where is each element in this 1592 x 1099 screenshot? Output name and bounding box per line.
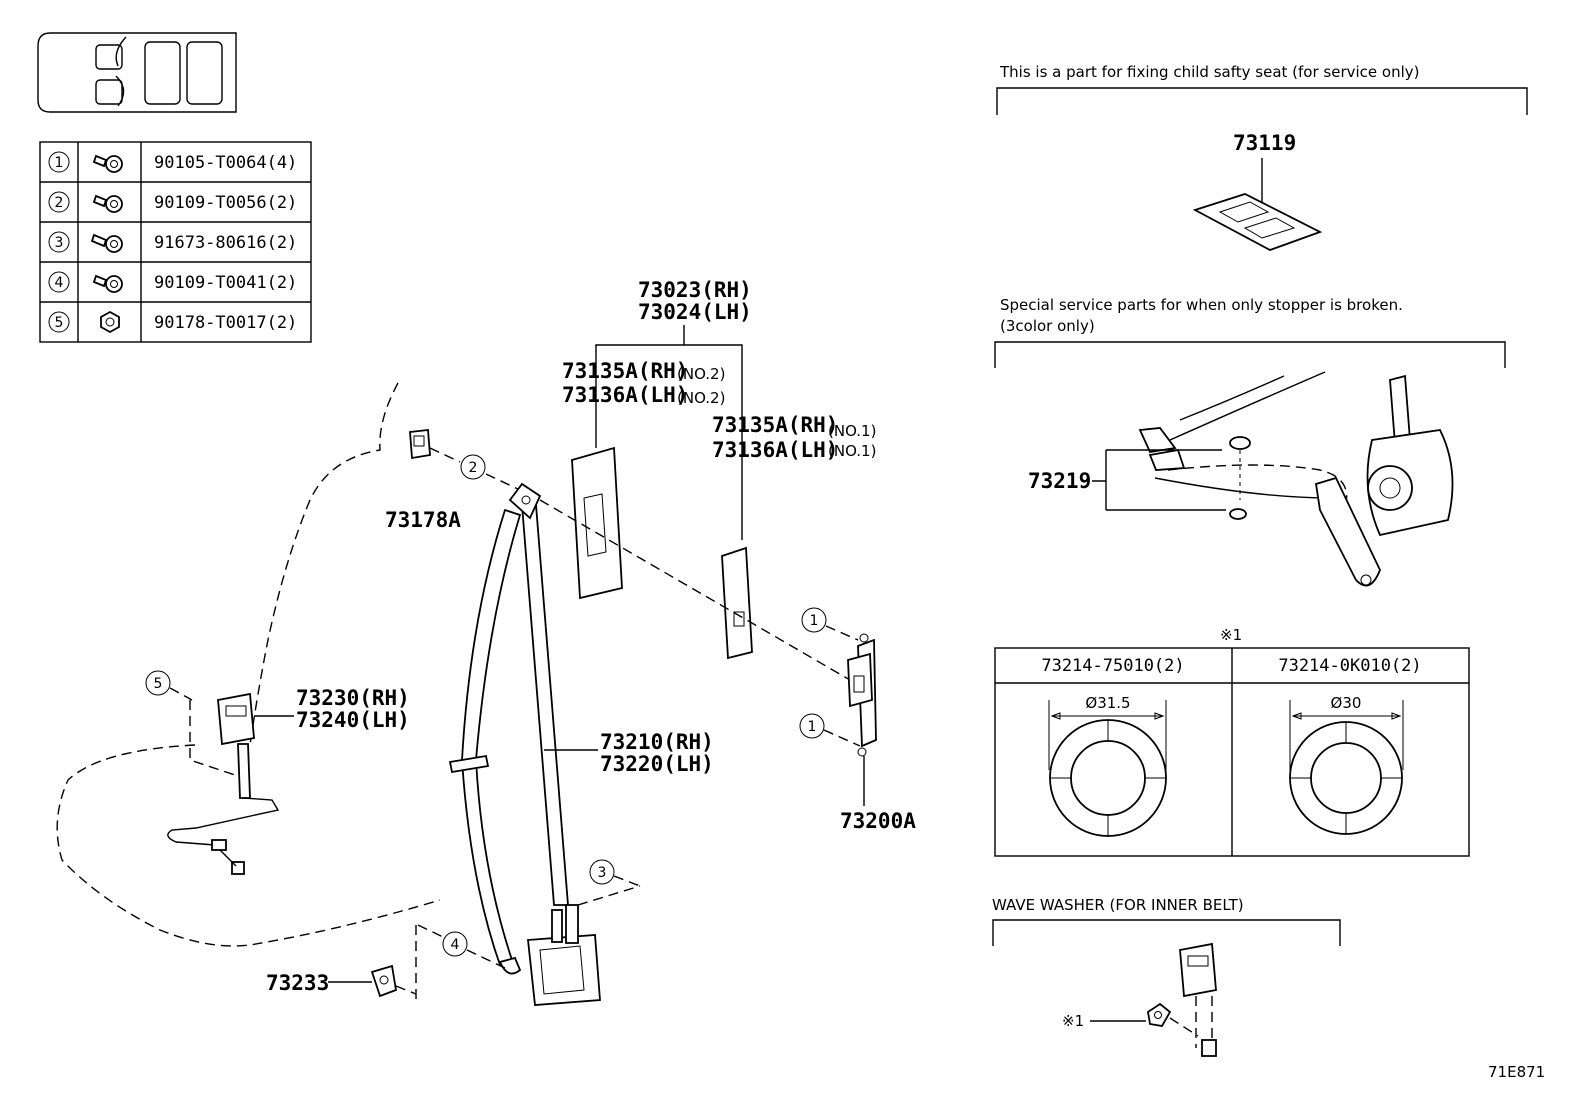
clip-73233 xyxy=(370,964,398,998)
fastener-part-number: 90178-T0017(2) xyxy=(154,313,297,333)
stopper-illustration xyxy=(1138,371,1454,587)
note-child-seat: This is a part for fixing child safty se… xyxy=(999,63,1419,81)
fastener-part-number: 90105-T0064(4) xyxy=(154,153,297,173)
washer-2-diameter: Ø30 xyxy=(1331,694,1362,712)
fastener-number: 1 xyxy=(55,155,64,171)
callout-4: 4 xyxy=(442,931,468,957)
fastener-part-number: 90109-T0056(2) xyxy=(154,193,297,213)
washer-2-drawing: Ø30 xyxy=(1289,694,1404,835)
label-73220: 73220(LH) xyxy=(600,752,714,776)
callout-number: 5 xyxy=(154,676,163,692)
callout-3: 3 xyxy=(589,859,615,885)
label-73119: 73119 xyxy=(1233,131,1296,155)
fastener-number: 3 xyxy=(55,235,64,251)
wave-washer-bracket xyxy=(992,919,1341,946)
callout-circle xyxy=(48,311,70,333)
child-seat-anchor-plate xyxy=(1192,193,1323,251)
label-no1-tag: (NO.1) xyxy=(828,422,876,440)
label-73024: 73024(LH) xyxy=(638,300,752,324)
washer-part-number-2: 73214-0K010(2) xyxy=(1278,656,1421,676)
label-73219: 73219 xyxy=(1028,469,1091,493)
fastener-number: 2 xyxy=(55,195,64,211)
note-stopper-line1: Special service parts for when only stop… xyxy=(1000,296,1403,314)
note-stopper-line2: (3color only) xyxy=(1000,317,1095,335)
washer-part-number-1: 73214-75010(2) xyxy=(1041,656,1184,676)
diagram-id: 71E871 xyxy=(1488,1063,1545,1081)
label-73230: 73230(RH) xyxy=(296,686,410,710)
label-73136A-no2: 73136A(LH) xyxy=(562,383,688,407)
bolt-icon xyxy=(92,194,123,213)
washer-1-drawing: Ø31.5 xyxy=(1048,694,1167,837)
washer-1-diameter: Ø31.5 xyxy=(1085,694,1130,712)
callout-number: 2 xyxy=(469,460,478,476)
retractor xyxy=(527,904,601,1006)
label-73135A-no2: 73135A(RH) xyxy=(562,359,688,383)
fastener-part-number: 90109-T0041(2) xyxy=(154,273,297,293)
cover-no1 xyxy=(721,546,753,660)
fastener-table xyxy=(39,141,312,343)
callout-number: 4 xyxy=(451,937,460,953)
label-73233: 73233 xyxy=(266,971,329,995)
label-73178A: 73178A xyxy=(385,508,461,532)
fastener-row-5: 5 90178-T0017(2) xyxy=(48,310,297,334)
fastener-row-2: 2 90109-T0056(2) xyxy=(48,191,297,213)
label-73136A-no1: 73136A(LH) xyxy=(712,438,838,462)
stopper-leader xyxy=(1092,449,1226,511)
seat-belt-webbing xyxy=(448,482,569,975)
washer-table-mark: ※1 xyxy=(1220,626,1242,644)
callout-number: 3 xyxy=(598,865,607,881)
wave-washer-mark: ※1 xyxy=(1062,1012,1084,1030)
bolt-icon xyxy=(92,274,123,293)
label-no2-tag: (NO.2) xyxy=(677,365,725,383)
buckle-assembly xyxy=(167,692,280,875)
label-73023: 73023(RH) xyxy=(638,278,752,302)
fastener-number: 4 xyxy=(55,275,64,291)
label-73240: 73240(LH) xyxy=(296,708,410,732)
label-73135A-no1: 73135A(RH) xyxy=(712,413,838,437)
bolt-icon xyxy=(90,233,123,253)
wave-washer-illustration xyxy=(1147,942,1217,1057)
note-wave-washer: WAVE WASHER (FOR INNER BELT) xyxy=(992,896,1244,914)
child-seat-bracket xyxy=(996,87,1528,115)
callout-1-upper: 1 xyxy=(801,607,827,633)
fastener-number: 5 xyxy=(55,315,64,331)
belt-guide-73178A: 73178A xyxy=(385,429,461,532)
callout-circle xyxy=(48,151,70,173)
callout-number: 1 xyxy=(808,719,817,735)
callout-circle xyxy=(48,271,70,293)
callout-number: 1 xyxy=(810,613,819,629)
callout-circle xyxy=(48,191,70,213)
fastener-row-3: 3 91673-80616(2) xyxy=(48,231,297,253)
fastener-row-1: 1 90105-T0064(4) xyxy=(48,151,297,173)
cover-no2 xyxy=(571,446,623,600)
label-73210: 73210(RH) xyxy=(600,730,714,754)
seat-layout-icon xyxy=(37,32,237,113)
label-no1-tag-lh: (NO.1) xyxy=(828,442,876,460)
washer-table xyxy=(994,647,1470,857)
callout-1-lower: 1 xyxy=(799,713,825,739)
seat-outline xyxy=(56,382,441,947)
callout-5: 5 xyxy=(145,670,171,696)
fastener-row-4: 4 90109-T0041(2) xyxy=(48,271,297,293)
label-73200A: 73200A xyxy=(840,809,916,833)
stopper-bracket xyxy=(994,341,1506,368)
bolt-icon xyxy=(92,154,123,173)
callout-2: 2 xyxy=(460,454,486,480)
callout-circle xyxy=(48,231,70,253)
nut-icon xyxy=(100,310,120,334)
label-no2-tag-lh: (NO.2) xyxy=(677,389,725,407)
height-adjuster-73200A xyxy=(847,633,877,757)
fastener-part-number: 91673-80616(2) xyxy=(154,233,297,253)
